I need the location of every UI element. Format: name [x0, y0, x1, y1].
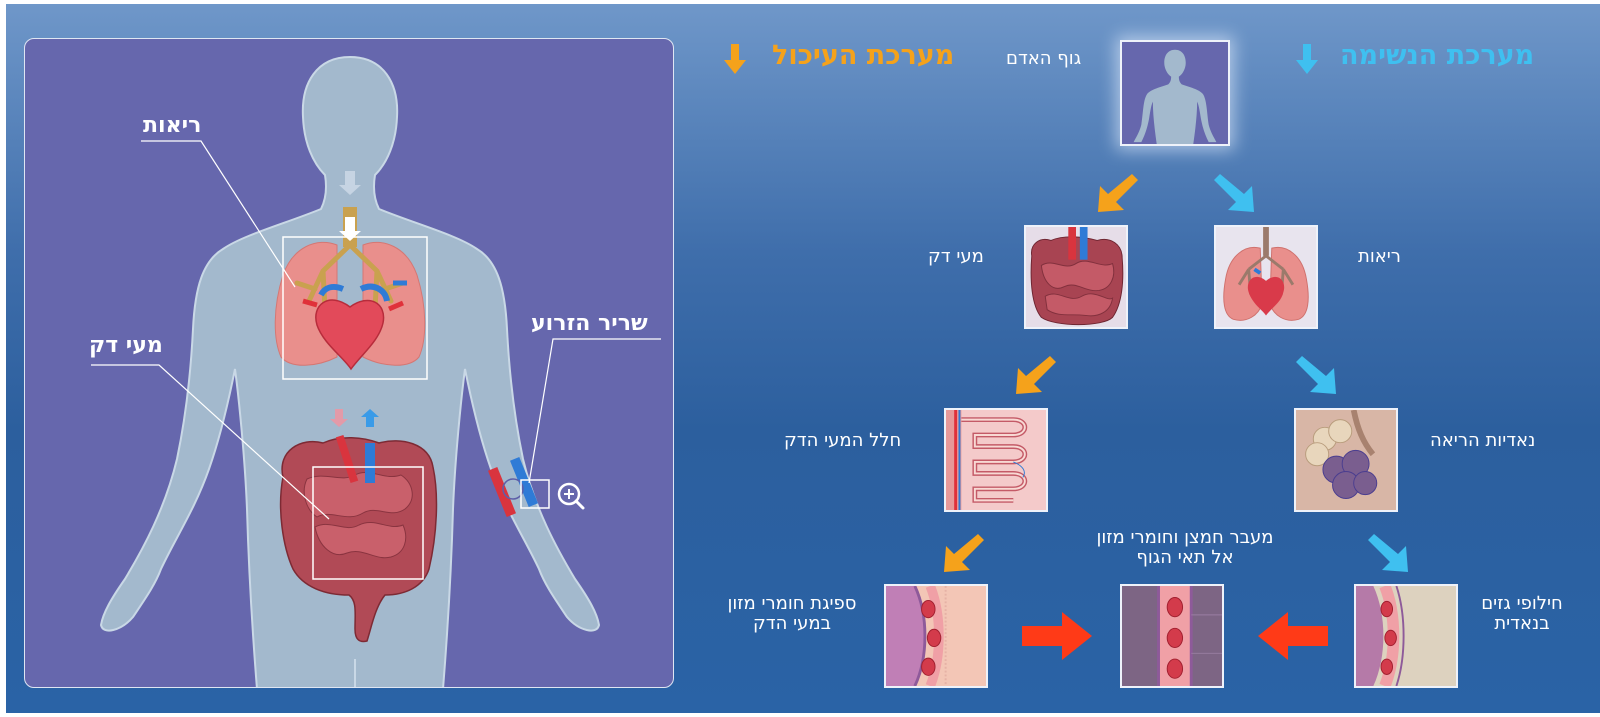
label-lungs: ריאות: [143, 113, 201, 138]
orange-flow-arrow-icon: [1012, 352, 1058, 398]
transfer-label-line1: מעבר חמצן וחומרי מזון: [1070, 528, 1300, 548]
red-left-arrow-icon: [1258, 612, 1328, 660]
absorption-label: ספיגת חומרי מזון במעי הדק: [712, 594, 872, 634]
body-illustration: [25, 39, 674, 688]
respiratory-down-arrow-icon: [1296, 44, 1318, 74]
gas-exchange-card[interactable]: [1354, 584, 1458, 688]
intestinal-lumen-label: חלל המעי הדק: [784, 430, 901, 451]
intestinal-lumen-card[interactable]: [944, 408, 1048, 512]
mini-body-silhouette: [1134, 50, 1217, 144]
transfer-label: מעבר חמצן וחומרי מזון אל תאי הגוף: [1070, 528, 1300, 568]
digestive-system-header: מערכת העיכול: [772, 40, 954, 71]
lungs-card[interactable]: [1214, 225, 1318, 329]
small-intestine-label: מעי דק: [928, 246, 984, 267]
orange-flow-arrow-icon: [940, 530, 986, 576]
orange-flow-arrow-icon: [1094, 170, 1140, 216]
absorption-label-line1: ספיגת חומרי מזון: [712, 594, 872, 614]
human-body-card[interactable]: [1120, 40, 1230, 146]
digestive-down-arrow-icon: [724, 44, 746, 74]
blue-flow-arrow-icon: [1294, 352, 1340, 398]
body-panel: ריאות מעי דק שריר הזרוע: [24, 38, 674, 688]
alveoli-card[interactable]: [1294, 408, 1398, 512]
arm-leader-line: [529, 339, 661, 483]
transfer-label-line2: אל תאי הגוף: [1070, 548, 1300, 568]
gas-exchange-label: חילופי גזים בנאדית: [1460, 594, 1584, 634]
absorption-label-line2: במעי הדק: [712, 614, 872, 634]
label-arm-muscle: שריר הזרוע: [531, 311, 648, 336]
respiratory-system-header: מערכת הנשימה: [1340, 40, 1534, 71]
label-small-intestine: מעי דק: [89, 333, 163, 358]
red-right-arrow-icon: [1022, 612, 1092, 660]
gas-exchange-label-line1: חילופי גזים: [1460, 594, 1584, 614]
zoom-in-icon[interactable]: [559, 484, 583, 508]
alveoli-label: נאדיות הריאה: [1430, 430, 1535, 451]
absorption-card[interactable]: [884, 584, 988, 688]
gas-exchange-label-line2: בנאדית: [1460, 614, 1584, 634]
lungs-label: ריאות: [1358, 246, 1401, 267]
small-intestine-card[interactable]: [1024, 225, 1128, 329]
human-body-label: גוף האדם: [1006, 48, 1081, 69]
transfer-card[interactable]: [1120, 584, 1224, 688]
blue-flow-arrow-icon: [1212, 170, 1258, 216]
blue-flow-arrow-icon: [1366, 530, 1412, 576]
